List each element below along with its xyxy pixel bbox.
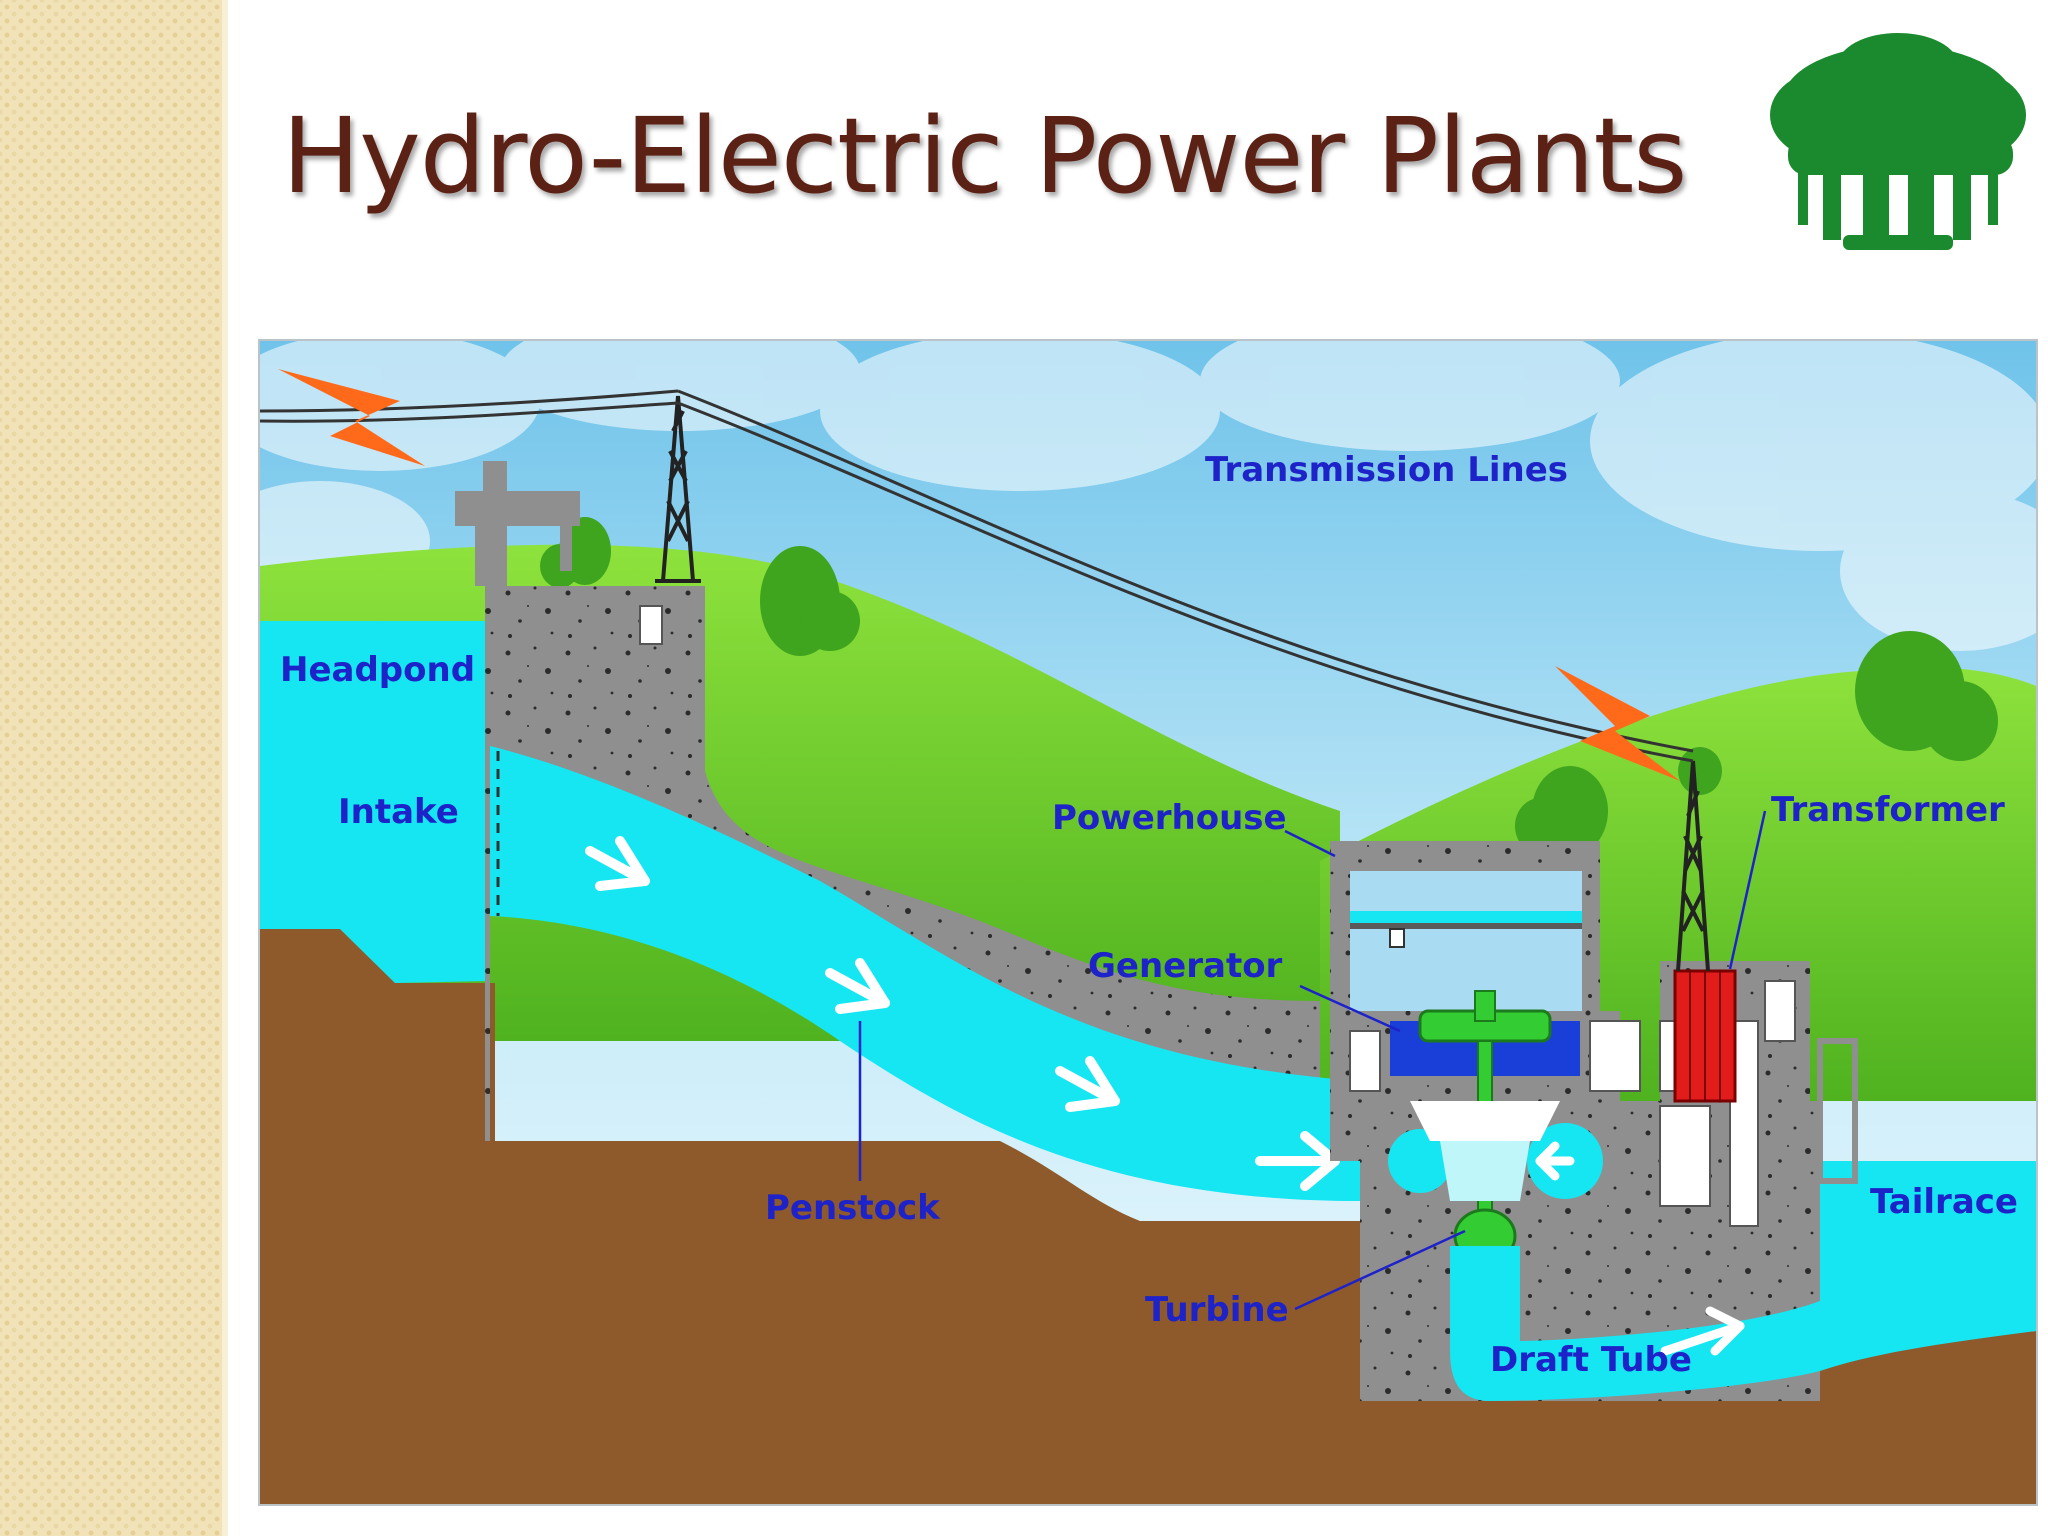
powerhouse-interior bbox=[1350, 871, 1582, 1011]
label-tailrace: Tailrace bbox=[1870, 1182, 2018, 1222]
hydro-plant-diagram: Transmission Lines Headpond Intake Power… bbox=[258, 339, 2038, 1506]
label-headpond: Headpond bbox=[280, 650, 475, 690]
draft-tube-arrows bbox=[1535, 1141, 1745, 1356]
scroll-case-left bbox=[1388, 1129, 1452, 1193]
leader-lines bbox=[858, 810, 1767, 1311]
headpond-water bbox=[260, 621, 490, 983]
earth-right bbox=[1780, 1331, 2036, 1504]
transformer-unit bbox=[1673, 969, 1737, 1103]
tailrace-gate bbox=[1817, 1038, 1858, 1184]
earth-under-penstock bbox=[495, 1141, 1360, 1504]
spark-icon-right bbox=[1555, 666, 1680, 781]
dam-structure bbox=[485, 586, 1320, 1141]
draft-tube-water bbox=[1450, 1246, 1820, 1401]
tailrace-water bbox=[1820, 1161, 2036, 1371]
label-penstock: Penstock bbox=[765, 1188, 941, 1228]
decorative-side-strip bbox=[0, 0, 228, 1536]
diagram-canvas: Transmission Lines Headpond Intake Power… bbox=[260, 341, 2036, 1504]
label-transformer: Transformer bbox=[1771, 790, 2005, 830]
penstock-water bbox=[490, 746, 1360, 1201]
label-transmission-lines: Transmission Lines bbox=[1205, 450, 1568, 490]
label-intake: Intake bbox=[338, 792, 459, 832]
earth-ground bbox=[260, 929, 495, 1504]
transmission-lines bbox=[260, 389, 1694, 763]
label-draft-tube: Draft Tube bbox=[1490, 1340, 1692, 1380]
intake-crane bbox=[455, 491, 580, 526]
crane-hook bbox=[1389, 928, 1405, 948]
dam-window bbox=[639, 605, 663, 645]
clouds bbox=[260, 341, 2036, 651]
pylon-left bbox=[655, 395, 701, 583]
flow-arrows bbox=[585, 836, 1340, 1191]
turbine-chamber bbox=[1410, 1101, 1560, 1141]
label-generator: Generator bbox=[1088, 946, 1283, 986]
spark-icon-left bbox=[278, 369, 425, 466]
banyan-tree-icon bbox=[1770, 33, 2026, 250]
label-turbine: Turbine bbox=[1145, 1290, 1289, 1330]
slide-title: Hydro-Electric Power Plants bbox=[282, 95, 1687, 217]
label-powerhouse: Powerhouse bbox=[1052, 798, 1287, 838]
